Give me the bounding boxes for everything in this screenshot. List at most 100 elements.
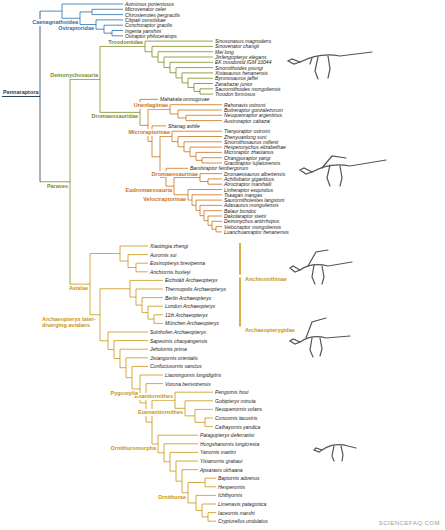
- tree-branch: [178, 136, 222, 137]
- tree-branch: [148, 319, 154, 320]
- tree-branch: [200, 215, 204, 216]
- taxon-name: Hesperonychus elizabethae: [224, 144, 286, 150]
- taxon-name: Achillobator giganticus: [224, 176, 274, 182]
- taxon-name: Crypturellus undulatus: [218, 518, 268, 524]
- taxon-name: Dromaeosaurus albertensis: [224, 171, 285, 177]
- taxon-name: 11th Archaeopteryx: [165, 312, 208, 318]
- tree-branch: [126, 357, 148, 358]
- tree-branch: [208, 216, 222, 217]
- tree-branch: [114, 358, 120, 359]
- tree-branch: [188, 87, 194, 88]
- tree-branch: [145, 41, 213, 42]
- tree-branch: [184, 151, 190, 152]
- taxon-name: Chirostenotes pergracilis: [125, 12, 180, 18]
- tree-branch: [92, 14, 123, 15]
- taxon-name: Oviraptor philoceratops: [125, 33, 177, 39]
- taxon-name: Deinonychus antirrhopus: [224, 218, 279, 224]
- taxon-name: Sinusonasus magnodens: [215, 38, 271, 44]
- tree-branch: [120, 367, 126, 368]
- taxon-name: Jinfengopteryx elegans: [215, 54, 266, 60]
- tree-branch: [114, 340, 148, 341]
- tree-branch: [158, 51, 213, 52]
- taxon-name: London Archaeopteryx: [165, 303, 215, 309]
- tree-branch: [170, 452, 198, 453]
- clade-label: Archaeopteryx later-diverging avialans: [41, 316, 99, 329]
- tree-branch: [142, 312, 148, 313]
- taxon-name: Sapeornis chaoyangensis: [150, 338, 207, 344]
- taxon-name: Vorona berivotrensis: [165, 381, 211, 387]
- tree-branch: [140, 375, 163, 376]
- tree-branch: [195, 422, 205, 423]
- tree-branch: [70, 79, 100, 80]
- tree-branch: [192, 205, 196, 206]
- taxon-name: Linheraptor exquisitus: [224, 187, 273, 193]
- tree-branch: [196, 510, 202, 511]
- taxon-name: Saurornitholestes langstoni: [224, 197, 284, 203]
- tree-branch: [136, 263, 148, 264]
- tree-branch: [120, 261, 128, 262]
- taxon-name: Berlin Archaeopteryx: [165, 295, 211, 301]
- tree-branch: [176, 67, 213, 68]
- tree-branch: [185, 400, 213, 401]
- taxon-name: München Archaeopteryx: [165, 320, 219, 326]
- tree-branch: [158, 435, 198, 436]
- tree-branch: [208, 512, 216, 513]
- taxon-name: Eichstätt Archaeopteryx: [165, 277, 218, 283]
- tree-branch: [126, 377, 132, 378]
- clade-bar: [239, 243, 241, 275]
- taxon-name: Velociraptor mongoliensis: [224, 224, 281, 230]
- tree-branch: [100, 288, 130, 289]
- watermark: SCIENCEFAQ.COM: [379, 520, 440, 526]
- tree-branch: [142, 297, 163, 298]
- tree-branch: [176, 77, 182, 78]
- taxon-name: Sinornithoides youngi: [215, 65, 263, 71]
- taxon-name: Sinovenator changii: [215, 43, 259, 49]
- tree-branch: [205, 426, 213, 427]
- tree-branch: [200, 173, 222, 174]
- clade-label: Unenlagiinae: [133, 102, 169, 109]
- tree-branch: [202, 163, 222, 164]
- taxon-name: Conchoraptor gracilis: [125, 22, 172, 28]
- tree-branch: [96, 19, 123, 20]
- tree-branch: [92, 9, 123, 10]
- taxon-name: Dakotaraptor steini: [224, 213, 266, 219]
- tree-branch: [176, 481, 182, 482]
- tree-branch: [216, 226, 222, 227]
- tree-branch: [96, 29, 104, 30]
- taxon-name: Jixiangornis orientalis: [150, 355, 198, 361]
- taxon-name: Sinornithosaurus millenii: [224, 139, 278, 145]
- clade-label: Dromaeosaurinae: [151, 171, 199, 178]
- tree-branch: [140, 125, 148, 126]
- tree-branch: [204, 210, 222, 211]
- tree-branch: [152, 156, 160, 157]
- taxon-name: Buitreraptor gonzalezorum: [224, 107, 283, 113]
- tree-branch: [140, 99, 158, 100]
- taxon-name: Balaur bondoc: [224, 208, 256, 214]
- tree-branch: [136, 271, 148, 272]
- tree-branch: [108, 349, 114, 350]
- tree-branch: [190, 156, 196, 157]
- taxon-name: Hongshanornis longicresta: [200, 441, 259, 447]
- clade-label: Ornithurae: [157, 494, 187, 501]
- tree-branch: [158, 452, 164, 453]
- tree-branch: [104, 25, 123, 26]
- microraptorine-skeleton: [300, 156, 386, 186]
- taxon-name: Shanag ashile: [168, 123, 200, 129]
- troodontid-skeleton: [288, 52, 372, 79]
- tree-branch: [178, 146, 184, 147]
- taxon-name: Neuquenornis volans: [215, 406, 262, 412]
- tree-branch: [174, 177, 200, 178]
- tree-branch: [40, 11, 62, 12]
- taxon-name: Citipati osmolskae: [125, 17, 166, 23]
- clade-label: Deinonychosauria: [49, 72, 99, 79]
- clade-label: Pygostylia: [109, 390, 139, 397]
- tree-branch: [170, 104, 222, 105]
- tree-branch: [120, 246, 148, 247]
- taxon-name: Zhenyuanlong suni: [224, 134, 266, 140]
- tree-branch: [188, 200, 192, 201]
- tree-branch: [202, 504, 216, 505]
- tree-branch: [148, 109, 170, 110]
- tree-branch: [172, 141, 178, 142]
- tree-branch: [100, 340, 108, 341]
